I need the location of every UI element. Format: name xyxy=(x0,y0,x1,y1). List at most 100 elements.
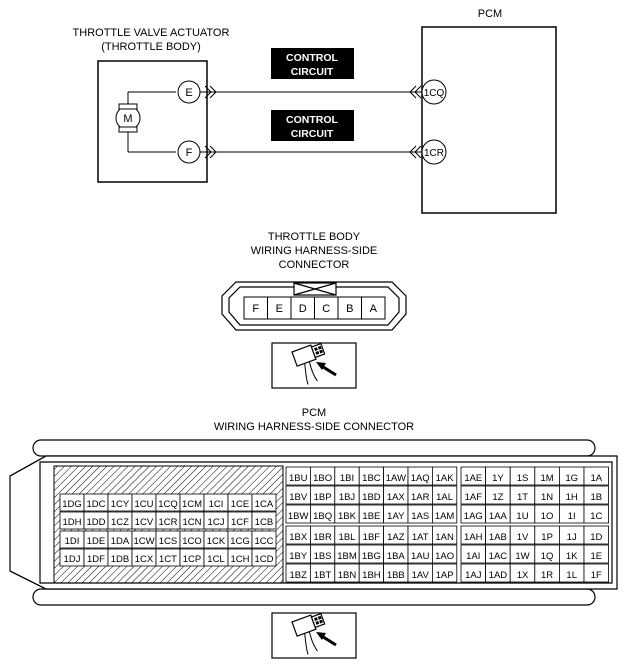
pcm-pin-cell xyxy=(431,504,458,524)
pcm-pin-label: 1AL xyxy=(436,492,453,503)
pcm-pin-label: 1AE xyxy=(464,473,482,484)
pcm-pin-label: 1AV xyxy=(412,570,430,581)
terminal-f-label: F xyxy=(186,147,193,159)
pcm-pin-label: 1AR xyxy=(411,492,430,503)
pcm-pin-cell xyxy=(251,530,277,549)
throttle-pin-label: C xyxy=(322,303,330,315)
throttle-pin-label: B xyxy=(346,303,353,315)
motor-label: M xyxy=(123,113,132,125)
pcm-pin-label: 1AO xyxy=(435,551,454,562)
pcm-pin-label: 1BZ xyxy=(289,570,307,581)
pcm-pin-label: 1S xyxy=(517,473,529,484)
pcm-pin-label: 1BW xyxy=(288,511,309,522)
pcm-pin-label: 1BI xyxy=(340,473,354,484)
pcm-pin-label: 1DA xyxy=(111,536,130,547)
pcm-pin-label: 1CV xyxy=(135,517,154,528)
pcm-pin-label: 1DB xyxy=(111,554,129,565)
pcm-pin-label: 1BR xyxy=(313,532,332,543)
pcm-pin-label: 1CW xyxy=(133,536,154,547)
pcm-pin-label: 1CI xyxy=(209,499,224,510)
pcm-pin-label: 1CL xyxy=(207,554,224,565)
pcm-pin-label: 1BV xyxy=(289,492,308,503)
pcm-pin-cell xyxy=(251,511,277,530)
pcm-pin-label: 1BS xyxy=(314,551,332,562)
pcm-box xyxy=(421,26,557,214)
pcm-pin-label: 1AA xyxy=(489,511,508,522)
pcm-pin-label: 1CY xyxy=(111,499,130,510)
pcm-pin-label: 1AJ xyxy=(465,570,482,581)
pcm-pin-label: 1CA xyxy=(255,499,274,510)
pcm-pin-label: 1CU xyxy=(134,499,153,510)
pcm-pin-label: 1CQ xyxy=(158,499,178,510)
pcm-pin-cell xyxy=(251,548,277,567)
pcm-pin-label: 1DG xyxy=(62,499,82,510)
pcm-pin-label: 1BG xyxy=(362,551,381,562)
control-circuit-label-1-line1: CONTROL xyxy=(286,52,338,64)
pcm-pin-label: 1K xyxy=(566,551,578,562)
actuator-title-line1: THROTTLE VALVE ACTUATOR xyxy=(73,27,230,39)
pcm-pin-label: 1BX xyxy=(289,532,308,543)
wire-f-1cr xyxy=(200,145,422,159)
pcm-pin-label: 1BH xyxy=(362,570,381,581)
pcm-pin-label: 1BN xyxy=(338,570,357,581)
terminal-e-label: E xyxy=(185,87,192,99)
pcm-pin-label: 1AD xyxy=(489,570,508,581)
pcm-pin-cell xyxy=(431,485,458,505)
pcm-pin-label: 1BE xyxy=(362,511,380,522)
pcm-pin-label: 1P xyxy=(541,532,553,543)
pcm-pin-label: 1A xyxy=(590,473,602,484)
throttle-connector-title-line2: WIRING HARNESS-SIDE xyxy=(251,245,378,257)
pcm-pin-label: 1Q xyxy=(541,551,554,562)
pcm-pin-label: 1BK xyxy=(338,511,357,522)
pcm-pin-label: 1O xyxy=(541,511,554,522)
pcm-pin-label: 1F xyxy=(591,570,602,581)
pcm-pin-label: 1AK xyxy=(436,473,455,484)
pcm-connector-title-line2: WIRING HARNESS-SIDE CONNECTOR xyxy=(214,421,414,433)
pcm-pin-cell xyxy=(251,493,277,512)
pcm-pin-label: 1CT xyxy=(159,554,177,565)
throttle-pin-label: F xyxy=(252,303,259,315)
pcm-pin-label: 1BO xyxy=(313,473,332,484)
pcm-pin-label: 1AY xyxy=(387,511,405,522)
pcm-connector-title-line1: PCM xyxy=(302,407,326,419)
throttle-actuator-box xyxy=(97,60,208,183)
pcm-pin-label: 1I xyxy=(568,511,576,522)
pcm-pin-label: 1AG xyxy=(464,511,483,522)
pcm-pin-cell xyxy=(431,544,458,564)
pcm-pin-label: 1AI xyxy=(466,551,480,562)
pcm-pin-label: 1CK xyxy=(207,536,226,547)
pcm-pin-label: 1U xyxy=(516,511,528,522)
pcm-pin-label: 1BF xyxy=(363,532,381,543)
pcm-pin-label: 1DD xyxy=(86,517,105,528)
pcm-pin-label: 1AS xyxy=(411,511,429,522)
pcm-pin-label: 1CX xyxy=(135,554,154,565)
pcm-pin-label: 1AB xyxy=(489,532,507,543)
pcm-pin-label: 1AZ xyxy=(387,532,405,543)
pcm-pin-label: 1AU xyxy=(411,551,430,562)
pcm-pin-label: 1CO xyxy=(182,536,202,547)
pcm-pin-label: 1CG xyxy=(230,536,250,547)
pcm-pin-cell xyxy=(583,466,610,486)
pcm-pin-cell xyxy=(583,504,610,524)
actuator-title-line2: (THROTTLE BODY) xyxy=(101,41,201,53)
throttle-pin-label: E xyxy=(276,303,283,315)
pcm-pin-label: 1AT xyxy=(412,532,429,543)
pcm-pin-label: 1CH xyxy=(230,554,249,565)
pcm-pin-cell xyxy=(431,466,458,486)
pcm-pin-label: 1CB xyxy=(255,517,273,528)
control-circuit-label-2-line1: CONTROL xyxy=(286,114,338,126)
pcm-pin-label: 1V xyxy=(517,532,529,543)
pcm-pin-cell xyxy=(583,485,610,505)
terminal-1cq-label: 1CQ xyxy=(424,88,445,99)
pcm-pin-label: 1M xyxy=(540,473,553,484)
pcm-pin-cell xyxy=(431,525,458,545)
throttle-connector-body xyxy=(221,281,407,331)
pcm-pin-label: 1DI xyxy=(65,536,80,547)
pcm-pin-label: 1BT xyxy=(314,570,332,581)
pcm-pin-label: 1DC xyxy=(86,499,105,510)
pcm-pin-label: 1AC xyxy=(489,551,508,562)
pcm-pin-label: 1CR xyxy=(158,517,177,528)
